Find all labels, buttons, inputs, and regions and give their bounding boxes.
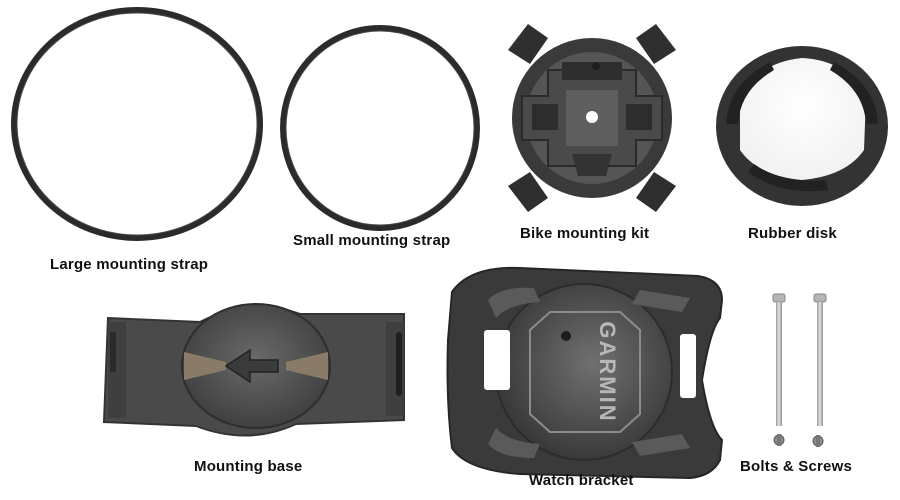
watch-bracket-caption: Watch bracket (529, 472, 634, 489)
bike-kit-caption: Bike mounting kit (520, 225, 650, 242)
large-mounting-strap (11, 7, 263, 241)
watch-bracket: GARMIN (446, 266, 724, 480)
large-strap-caption: Large mounting strap (50, 256, 209, 273)
small-strap-caption: Small mounting strap (293, 232, 451, 249)
garmin-logo-text: GARMIN (595, 321, 620, 422)
bolts-screws-caption: Bolts & Screws (740, 458, 853, 475)
mounting-base-caption: Mounting base (194, 458, 303, 475)
rubber-disk-caption: Rubber disk (748, 225, 837, 242)
mounting-base (102, 303, 405, 437)
small-mounting-strap (280, 25, 480, 231)
bolts-and-screws (772, 293, 827, 447)
rubber-disk (716, 46, 888, 206)
bike-mounting-kit (508, 24, 676, 212)
